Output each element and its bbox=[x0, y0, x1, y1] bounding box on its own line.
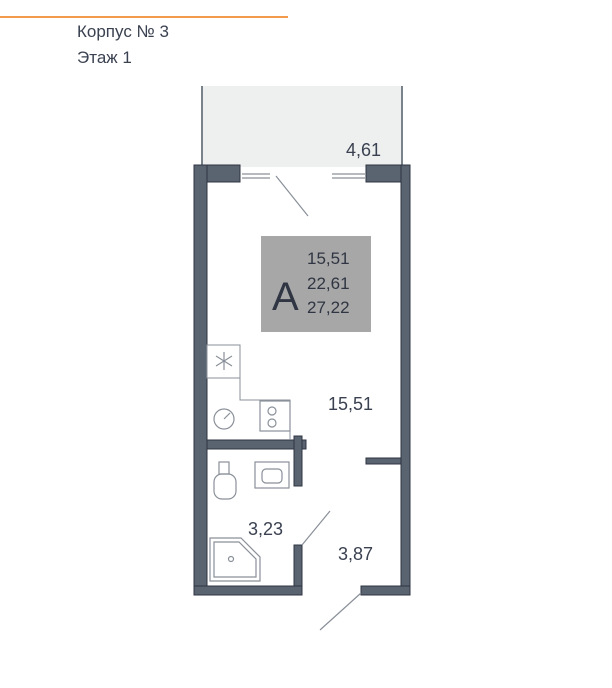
bathroom-door-swing bbox=[301, 510, 331, 546]
stove-icon bbox=[259, 400, 291, 432]
wall-right bbox=[400, 164, 411, 596]
hallway-area-label: 3,87 bbox=[338, 544, 373, 564]
kitchen-counter bbox=[207, 344, 291, 440]
bathroom-wall-lower bbox=[293, 544, 303, 587]
shower-tray-icon bbox=[209, 537, 261, 582]
bathroom-wall-top bbox=[206, 439, 307, 450]
bathroom-wall-vertical bbox=[293, 435, 303, 487]
wall-bottom-right bbox=[360, 585, 411, 596]
balcony-area-label: 4,61 bbox=[346, 140, 381, 160]
balcony-door bbox=[242, 173, 365, 217]
ventilation-icon bbox=[215, 352, 233, 370]
toilet-icon bbox=[213, 461, 237, 500]
hallway-partition bbox=[365, 457, 402, 465]
balcony-area bbox=[203, 86, 402, 167]
header-accent-line bbox=[0, 16, 288, 18]
kitchen bbox=[206, 344, 291, 440]
entrance-door-swing bbox=[319, 592, 362, 631]
total-with-balcony-value: 27,22 bbox=[307, 298, 350, 317]
living-area-label: 15,51 bbox=[328, 394, 373, 414]
wall-bottom-left bbox=[193, 585, 303, 596]
sink-icon bbox=[254, 461, 290, 489]
apartment-type-letter: A bbox=[272, 275, 299, 319]
wall-left bbox=[193, 164, 208, 596]
apartment-badge bbox=[261, 236, 371, 332]
building-label: Корпус № 3 bbox=[77, 22, 169, 41]
living-area-value: 15,51 bbox=[307, 249, 350, 268]
fridge-box bbox=[206, 344, 241, 379]
total-area-value: 22,61 bbox=[307, 274, 350, 293]
kitchen-sink-icon bbox=[213, 408, 235, 430]
walls bbox=[193, 164, 411, 596]
bathroom-area-label: 3,23 bbox=[248, 519, 283, 539]
floor-label: Этаж 1 bbox=[77, 48, 132, 67]
